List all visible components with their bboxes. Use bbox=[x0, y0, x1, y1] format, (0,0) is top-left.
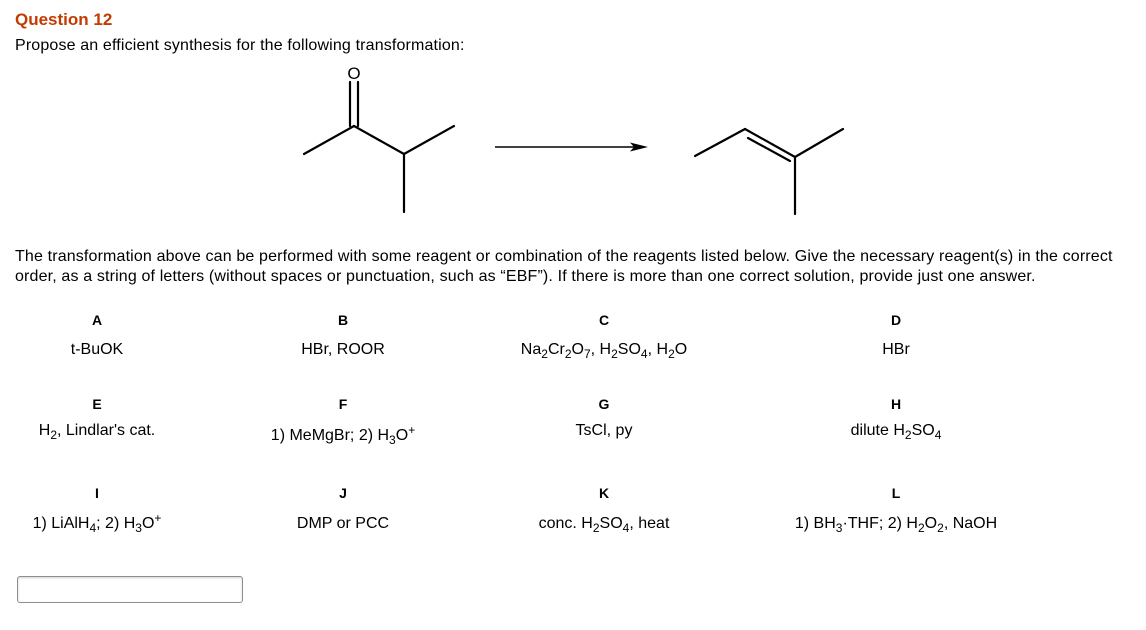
answer-input[interactable] bbox=[17, 576, 243, 603]
product-structure bbox=[693, 127, 845, 216]
option-letter: E bbox=[92, 396, 102, 412]
option-reagent: 1) LiAlH4; 2) H3O+ bbox=[32, 511, 162, 535]
option-letter: L bbox=[891, 485, 901, 501]
option-letter: H bbox=[890, 396, 902, 412]
option-reagent: H2, Lindlar's cat. bbox=[38, 422, 156, 442]
option-letter: G bbox=[598, 396, 610, 412]
reactant-structure bbox=[302, 80, 456, 214]
option-reagent: HBr bbox=[882, 341, 910, 358]
question-title: Question 12 bbox=[15, 10, 113, 29]
option-letter: J bbox=[339, 485, 347, 501]
option-reagent: 1) MeMgBr; 2) H3O+ bbox=[270, 423, 416, 447]
instructions-text: The transformation above can be performe… bbox=[15, 248, 1113, 285]
option-letter: C bbox=[598, 312, 610, 328]
option-reagent: TsCl, py bbox=[575, 422, 633, 439]
option-letter: K bbox=[598, 485, 610, 501]
reaction-arrow bbox=[495, 142, 648, 152]
reactant-oxygen-label: O bbox=[347, 64, 360, 83]
option-reagent: Na2Cr2O7, H2SO4, H2O bbox=[520, 341, 688, 361]
option-reagent: conc. H2SO4, heat bbox=[538, 515, 670, 535]
option-reagent: DMP or PCC bbox=[296, 515, 390, 532]
option-letter: A bbox=[91, 312, 103, 328]
option-reagent: dilute H2SO4 bbox=[850, 422, 942, 442]
reaction-scheme: O bbox=[302, 64, 845, 216]
option-letter: F bbox=[338, 396, 348, 412]
option-letter: D bbox=[890, 312, 902, 328]
question-prompt: Propose an efficient synthesis for the f… bbox=[15, 37, 465, 54]
option-reagent: 1) BH3·THF; 2) H2O2, NaOH bbox=[794, 515, 998, 535]
option-reagent: HBr, ROOR bbox=[301, 341, 385, 358]
option-letter: B bbox=[337, 312, 349, 328]
option-letter: I bbox=[95, 485, 99, 501]
option-reagent: t-BuOK bbox=[70, 341, 124, 358]
